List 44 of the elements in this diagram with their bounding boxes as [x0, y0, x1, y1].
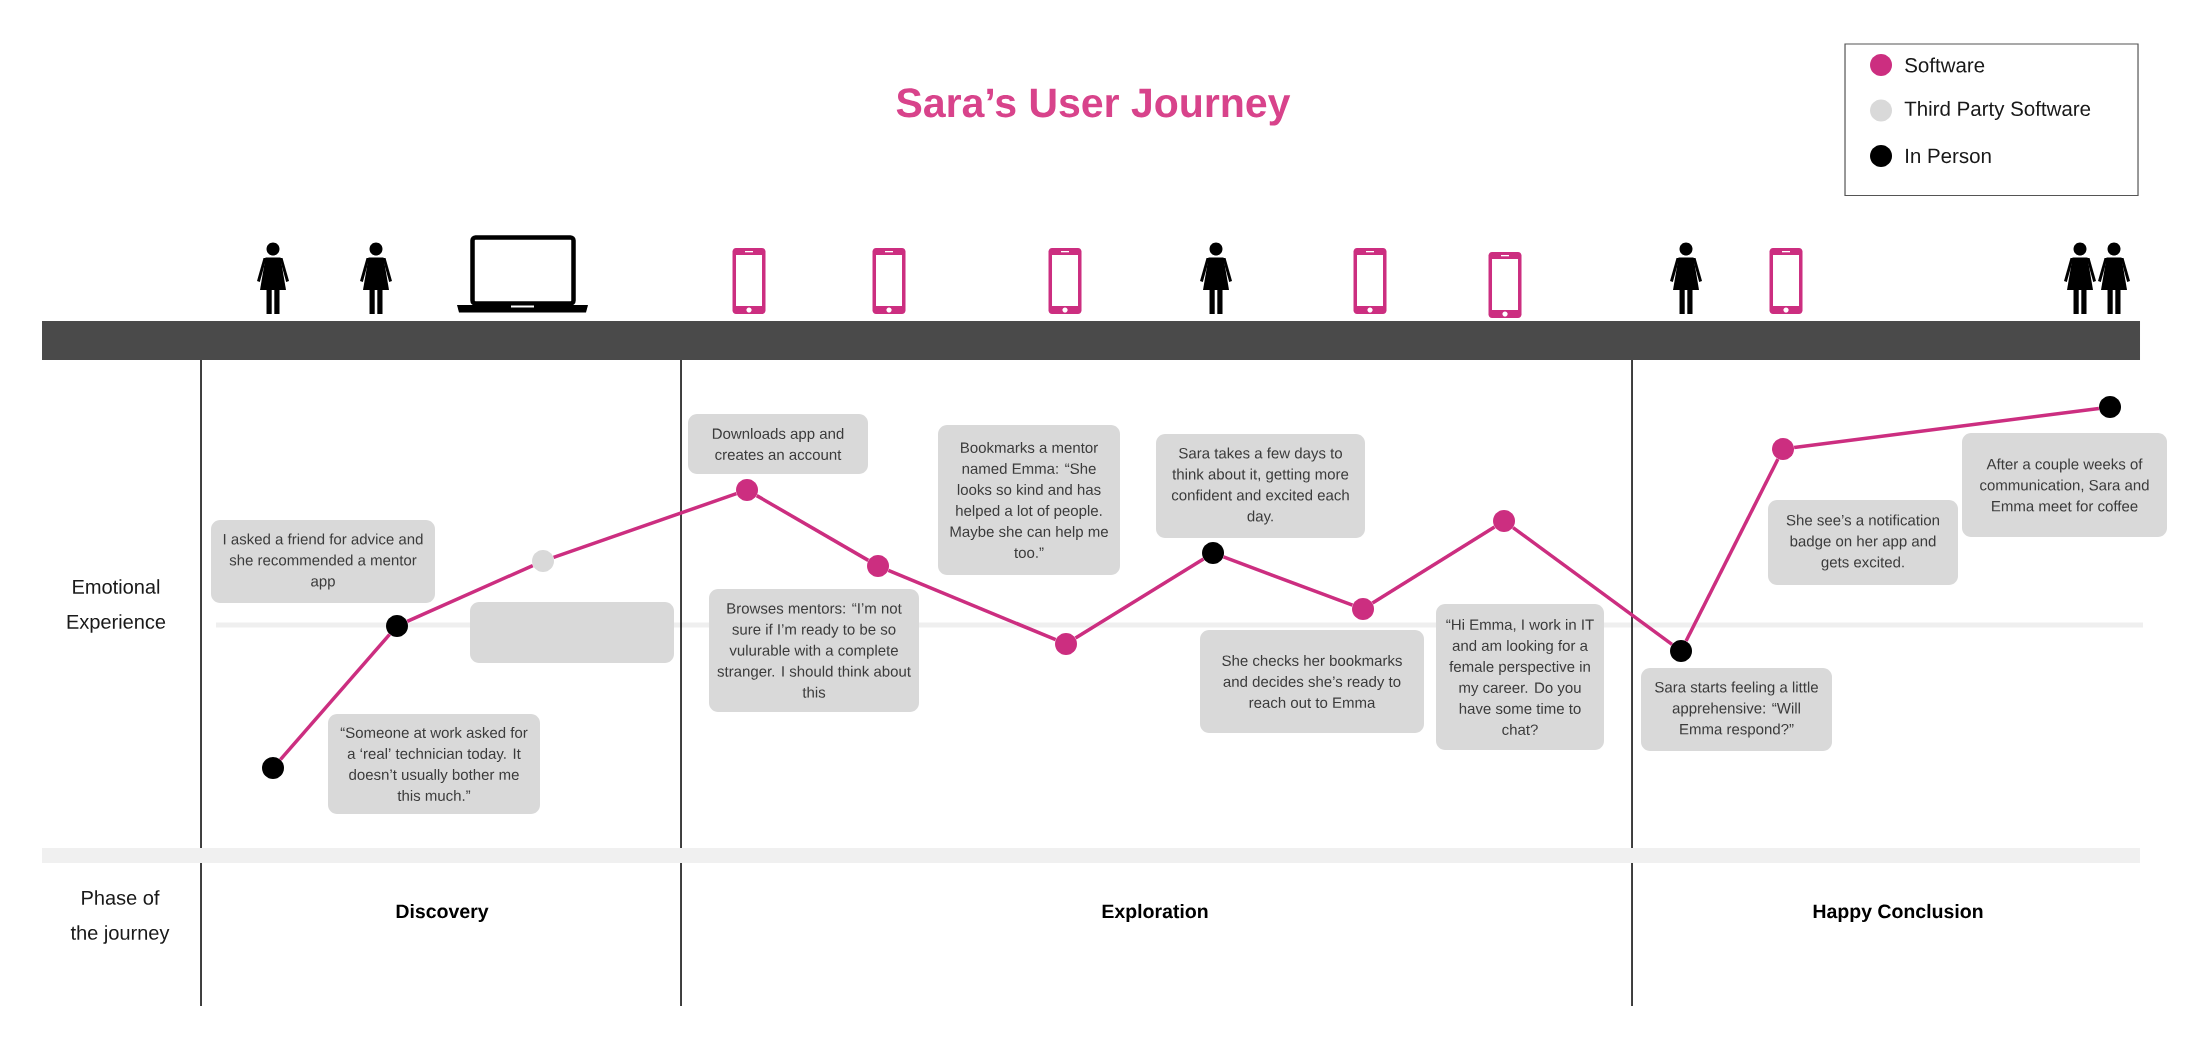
journey-line [1512, 526, 1674, 646]
step-card: Bookmarks a mentor named Emma: “She looks so kind and has helped a lot of people. Maybe she can help me too.” [938, 425, 1120, 575]
step-card [470, 602, 674, 663]
step-card: She checks her bookmarks and decides she’s ready to reach out to Emma [1200, 630, 1424, 733]
step-card: “Hi Emma, I work in IT and am looking for a female perspective in my career. Do you have some time to chat? [1436, 604, 1604, 750]
journey-dot [1670, 640, 1692, 662]
journey-dot [386, 615, 408, 637]
journey-dot [532, 550, 554, 572]
step-card: Downloads app and creates an account [688, 414, 868, 474]
journey-line [1371, 525, 1496, 605]
journey-line [887, 568, 1057, 642]
step-card: After a couple weeks of communication, Sara and Emma meet for coffee [1962, 433, 2167, 537]
journey-dot [736, 479, 758, 501]
step-card: Browses mentors: “I’m not sure if I’m ready to be so vulurable with a complete stranger. I should think about this [709, 589, 919, 712]
step-card: “Someone at work asked for a ‘real’ technician today. It doesn’t usually bother me this much.” [328, 714, 540, 814]
journey-dot [262, 757, 284, 779]
phase-label: Happy Conclusion [1813, 903, 1983, 923]
journey-dot [867, 555, 889, 577]
phase-label: Discovery [396, 903, 489, 923]
journey-line [1793, 406, 2100, 450]
step-card: She see’s a notification badge on her app and gets excited. [1768, 500, 1958, 585]
row-label: Emotional Experience [67, 579, 166, 633]
journey-dot [1493, 510, 1515, 532]
journey-line [1222, 555, 1354, 607]
step-card: Sara takes a few days to think about it, getting more confident and excited each day. [1156, 434, 1365, 538]
journey-dot [1055, 633, 1077, 655]
journey-dot [1202, 542, 1224, 564]
row-label: Phase of the journey [70, 890, 170, 944]
journey-dot [2099, 396, 2121, 418]
journey-dot [1772, 438, 1794, 460]
legend-label: In Person [1906, 148, 1991, 164]
journey-line [1684, 458, 1780, 642]
legend-label: Third Party Software [1904, 100, 2091, 121]
step-card: I asked a friend for advice and she recommended a mentor app [211, 520, 435, 603]
legend-label: Software [1905, 57, 1985, 73]
phase-label: Exploration [1102, 903, 1208, 923]
journey-line [406, 563, 534, 624]
step-card: Sara starts feeling a little apprehensive: “Will Emma respond?” [1641, 668, 1832, 751]
title: Sara’s User Journey [896, 88, 1291, 126]
journey-dot [1352, 598, 1374, 620]
journey-line [279, 633, 391, 761]
journey-line [553, 492, 737, 559]
journey-line [1074, 557, 1205, 640]
journey-line [755, 494, 870, 562]
